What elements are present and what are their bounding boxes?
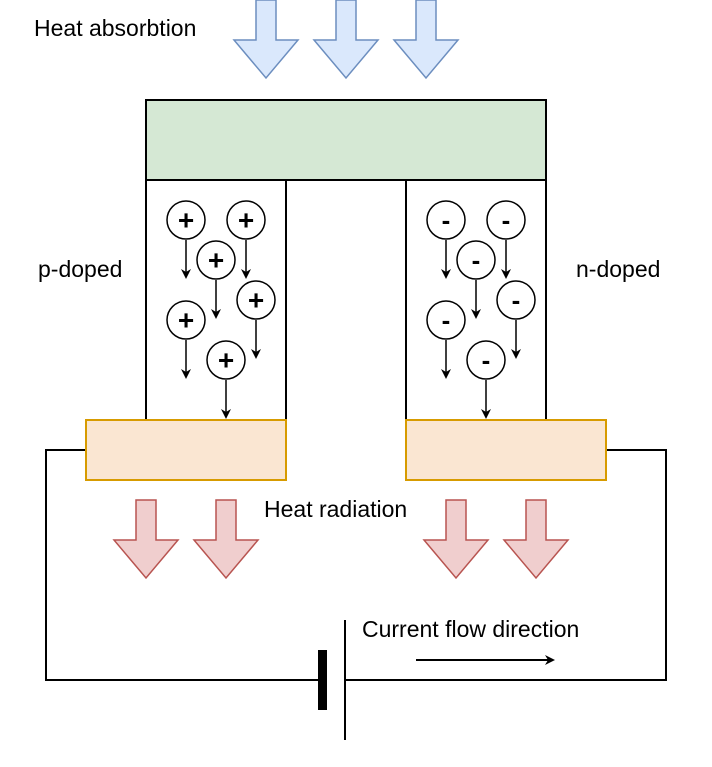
carrier-symbol: - <box>472 245 481 275</box>
carrier-circle <box>166 200 206 240</box>
p-carriers: + + + + + + <box>166 200 276 419</box>
carrier-symbol: + <box>208 245 224 276</box>
n-doped-label: n-doped <box>576 256 661 282</box>
heat-absorption-arrow <box>392 0 460 80</box>
carrier-circle <box>196 240 236 280</box>
carrier-symbol: + <box>248 285 264 316</box>
heat-absorption-arrows <box>232 0 460 80</box>
carrier-symbol: + <box>178 305 194 336</box>
carrier-circle <box>496 280 536 320</box>
carrier-circle <box>226 200 266 240</box>
wire-right <box>345 449 667 681</box>
p-doped-label: p-doped <box>38 256 123 282</box>
hole-carrier: + <box>226 200 266 279</box>
carrier-symbol: + <box>218 345 234 376</box>
heat-radiation-arrow <box>502 499 570 580</box>
hole-carrier: + <box>236 280 276 359</box>
n-carriers: ------ <box>426 200 536 419</box>
carrier-circle <box>486 200 526 240</box>
carrier-circle <box>236 280 276 320</box>
hole-carrier: + <box>196 240 236 319</box>
carrier-symbol: + <box>238 205 254 236</box>
electron-carrier: - <box>426 200 466 279</box>
heat-radiation-label: Heat radiation <box>264 496 408 522</box>
heat-radiation-arrows <box>112 499 570 580</box>
top-plate <box>145 99 547 181</box>
carrier-symbol: - <box>442 205 451 235</box>
carrier-symbol: - <box>512 285 521 315</box>
heat-radiation-arrow <box>112 499 180 580</box>
electron-carrier: - <box>466 340 506 419</box>
battery-short-plate <box>318 650 327 710</box>
carrier-circle <box>426 200 466 240</box>
carrier-circle <box>166 300 206 340</box>
electron-carrier: - <box>426 300 466 379</box>
battery <box>318 620 346 740</box>
heat-radiation-arrow <box>192 499 260 580</box>
heat-absorption-label: Heat absorbtion <box>34 15 197 41</box>
electron-carrier: - <box>496 280 536 359</box>
electron-carrier: - <box>486 200 526 279</box>
carrier-circle <box>206 340 246 380</box>
hole-carrier: + <box>166 300 206 379</box>
carrier-circle <box>426 300 466 340</box>
wire-left <box>45 449 323 681</box>
carrier-circle <box>456 240 496 280</box>
heat-absorption-arrow <box>232 0 300 80</box>
hole-carrier: + <box>166 200 206 279</box>
bottom-plate-left <box>85 419 287 481</box>
electron-carrier: - <box>456 240 496 319</box>
carrier-symbol: - <box>442 305 451 335</box>
carrier-circle <box>466 340 506 380</box>
carrier-symbol: - <box>502 205 511 235</box>
heat-absorption-arrow <box>312 0 380 80</box>
carrier-symbol: + <box>178 205 194 236</box>
current-flow-label: Current flow direction <box>362 616 580 642</box>
hole-carrier: + <box>206 340 246 419</box>
heat-radiation-arrow <box>422 499 490 580</box>
carrier-symbol: - <box>482 345 491 375</box>
bottom-plate-right <box>405 419 607 481</box>
